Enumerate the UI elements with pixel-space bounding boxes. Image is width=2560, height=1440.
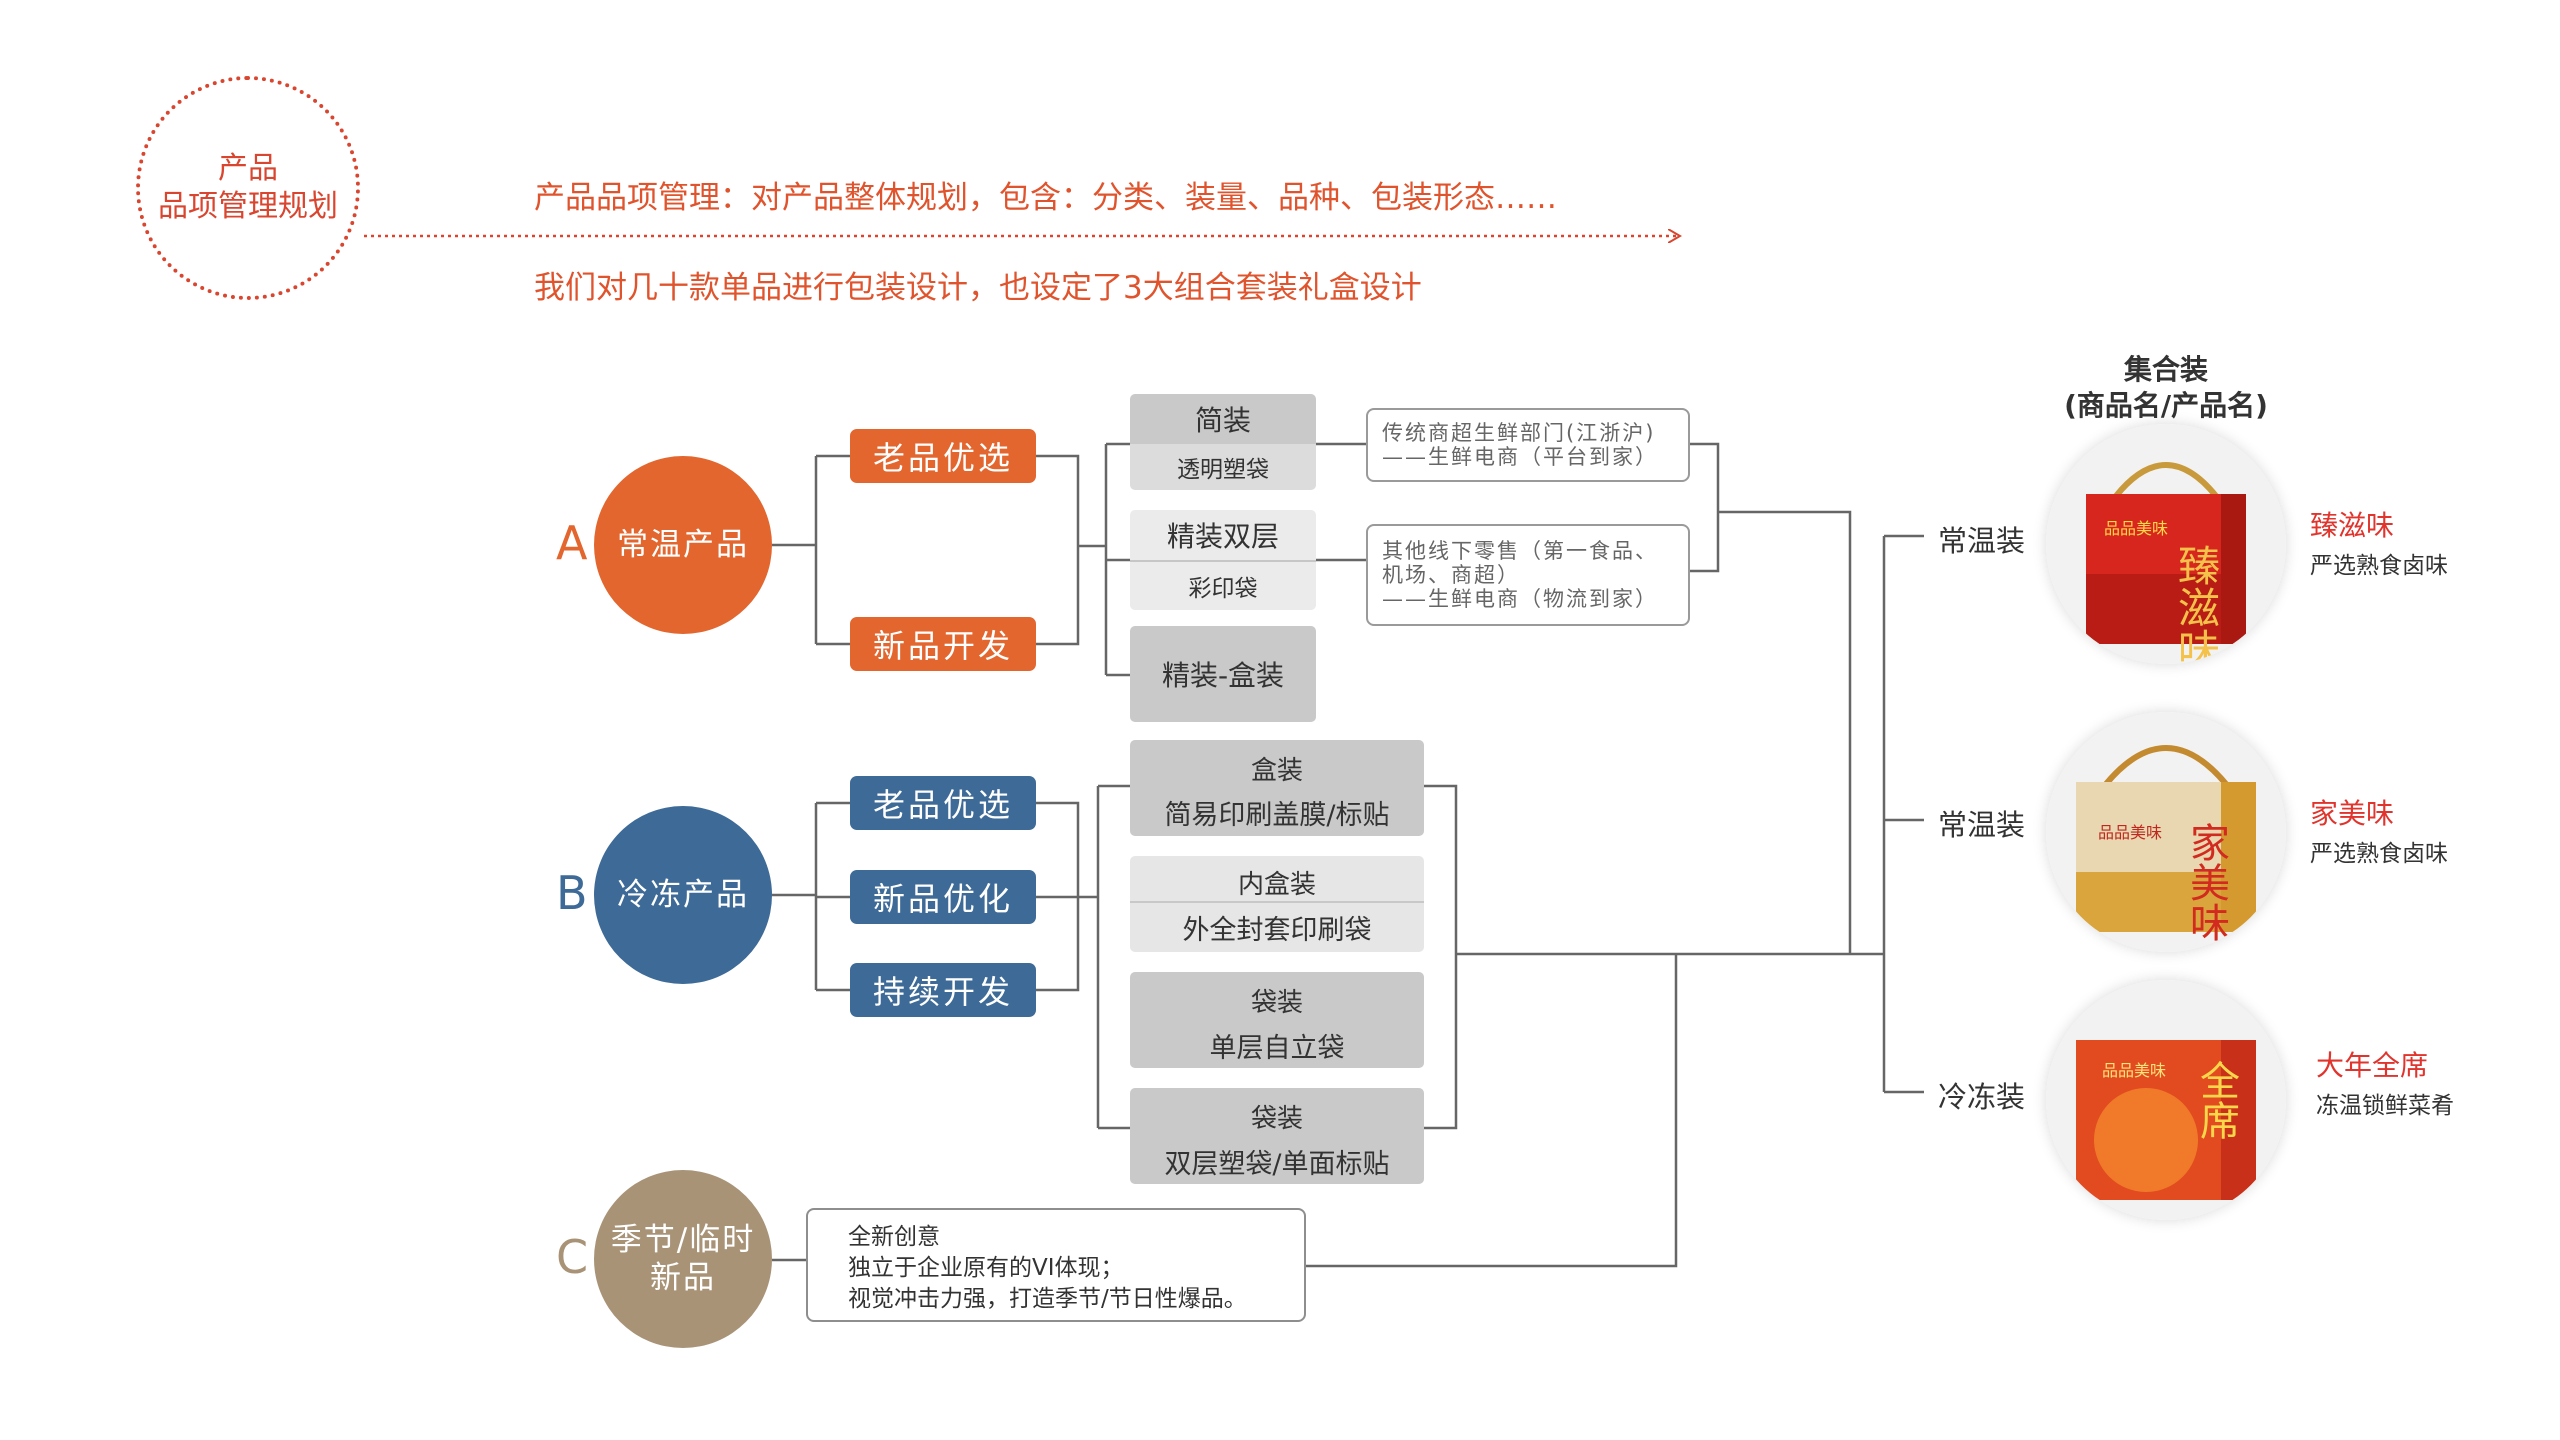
a-package-double-sub: 彩印袋 bbox=[1188, 576, 1258, 602]
sets-trunk bbox=[1882, 534, 1924, 1094]
b-package-box-sub: 简易印刷盖膜/标贴 bbox=[1164, 799, 1390, 831]
main-trunk bbox=[1848, 820, 1884, 956]
header-circle-line2: 品项管理规划 bbox=[158, 189, 338, 224]
b-package-bag: 袋装 单层自立袋 bbox=[1130, 972, 1424, 1068]
b-package-bag-title: 袋装 bbox=[1250, 987, 1303, 1018]
category-c-circle: 季节/临时 新品 bbox=[594, 1170, 772, 1348]
a-package-simple-title: 简装 bbox=[1130, 394, 1316, 444]
b-pill1-stub bbox=[1036, 801, 1080, 897]
a-channel-2-line2: 机场、商超） bbox=[1382, 563, 1520, 587]
set-2-desc: 严选熟食卤味 bbox=[2310, 841, 2448, 867]
c-merge bbox=[1306, 954, 1678, 1268]
set-2-brand-text: 品品美味 bbox=[2098, 823, 2162, 842]
header-subtext: 我们对几十款单品进行包装设计，也设定了3大组合套装礼盒设计 bbox=[534, 270, 1422, 306]
category-c-name-line1: 季节/临时 bbox=[610, 1222, 756, 1258]
category-a-name: 常温产品 bbox=[617, 527, 749, 563]
sets-title: 集合装 (商品名/产品名) bbox=[2046, 352, 2286, 424]
set-2-type: 常温装 bbox=[1938, 808, 2026, 842]
set-1-type: 常温装 bbox=[1938, 524, 2026, 558]
a-channel-1-line2: ——生鲜电商（平台到家） bbox=[1382, 445, 1658, 469]
a-to-pills bbox=[772, 454, 850, 646]
set-1-box-text: 臻滋味 bbox=[2172, 544, 2221, 664]
category-a-circle: 常温产品 bbox=[594, 456, 772, 634]
c-desc-line2: 独立于企业原有的VI体现； bbox=[848, 1255, 1124, 1281]
a-pill-old-selection: 老品优选 bbox=[850, 429, 1036, 483]
b-to-pills bbox=[772, 801, 850, 992]
b-packages-merge bbox=[1424, 784, 1850, 1130]
a-channel-other-retail: 其他线下零售（第一食品、 机场、商超） ——生鲜电商（物流到家） bbox=[1366, 524, 1690, 626]
b-pill-continuous-development: 持续开发 bbox=[850, 963, 1036, 1017]
b-package-box-title: 盒装 bbox=[1250, 755, 1303, 786]
set-2-package-image: 品品美味 家美味 bbox=[2046, 712, 2286, 952]
set-3-type: 冷冻装 bbox=[1938, 1080, 2026, 1114]
sets-title-line2: (商品名/产品名) bbox=[2064, 389, 2268, 422]
set-3-name: 大年全席 bbox=[2316, 1049, 2429, 1082]
b-pill-new-optimization: 新品优化 bbox=[850, 870, 1036, 924]
category-b-circle: 冷冻产品 bbox=[594, 806, 772, 984]
b-package-inner-box-title: 内盒装 bbox=[1130, 857, 1424, 903]
c-desc-line3: 视觉冲击力强，打造季节/节日性爆品。 bbox=[848, 1286, 1247, 1312]
set-2-name: 家美味 bbox=[2310, 797, 2395, 830]
a-channels-merge bbox=[1690, 442, 1852, 820]
b-package-double-bag: 袋装 双层塑袋/单面标贴 bbox=[1130, 1088, 1424, 1184]
set-3-brand-text: 品品美味 bbox=[2102, 1061, 2166, 1080]
header-circle: 产品 品项管理规划 bbox=[136, 76, 360, 300]
sets-title-line1: 集合装 bbox=[2123, 353, 2208, 386]
set-1-desc: 严选熟食卤味 bbox=[2310, 553, 2448, 579]
a-pill2-stub bbox=[1036, 546, 1080, 646]
b-to-packages bbox=[1078, 784, 1130, 1130]
a-channel-1-line1: 传统商超生鲜部门(江浙沪) bbox=[1382, 421, 1656, 445]
a-pill-new-development: 新品开发 bbox=[850, 617, 1036, 671]
b-package-double-bag-title: 袋装 bbox=[1250, 1103, 1303, 1134]
set-3-package-image: 品品美味 全席 bbox=[2046, 980, 2286, 1220]
category-c-letter: C bbox=[556, 1230, 589, 1284]
a-package-box-title: 精装-盒装 bbox=[1161, 659, 1285, 692]
a-channel-2-line3: ——生鲜电商（物流到家） bbox=[1382, 587, 1658, 611]
b-package-double-bag-sub: 双层塑袋/单面标贴 bbox=[1164, 1148, 1390, 1180]
c-desc-line1: 全新创意 bbox=[848, 1224, 940, 1250]
b-pill-old-selection: 老品优选 bbox=[850, 776, 1036, 830]
a-package-simple: 简装 透明塑袋 bbox=[1130, 394, 1316, 490]
set-3-box-text: 全席 bbox=[2193, 1060, 2239, 1140]
b-package-box: 盒装 简易印刷盖膜/标贴 bbox=[1130, 740, 1424, 836]
c-description-box: 全新创意 独立于企业原有的VI体现； 视觉冲击力强，打造季节/节日性爆品。 bbox=[806, 1208, 1306, 1322]
a-package-double-title: 精装双层 bbox=[1130, 510, 1316, 562]
a-channel-traditional: 传统商超生鲜部门(江浙沪) ——生鲜电商（平台到家） bbox=[1366, 408, 1690, 482]
b-package-bag-sub: 单层自立袋 bbox=[1209, 1032, 1345, 1064]
category-b-name: 冷冻产品 bbox=[617, 877, 749, 913]
category-a-letter: A bbox=[556, 516, 588, 570]
a-package-simple-sub: 透明塑袋 bbox=[1130, 444, 1316, 490]
a-pill1-stub bbox=[1036, 454, 1080, 546]
set-3-desc: 冻温锁鲜菜肴 bbox=[2316, 1093, 2454, 1119]
header-description: 产品品项管理：对产品整体规划，包含：分类、装量、品种、包装形态…… bbox=[534, 180, 1557, 216]
header-circle-line1: 产品 bbox=[218, 151, 278, 186]
set-1-package-image: 品品美味 臻滋味 bbox=[2046, 424, 2286, 664]
b-package-inner-box: 内盒装 外全封套印刷袋 bbox=[1130, 856, 1424, 952]
set-2-box-text: 家美味 bbox=[2183, 822, 2229, 942]
b-pill3-stub bbox=[1036, 897, 1080, 992]
a-channel-2-line1: 其他线下零售（第一食品、 bbox=[1382, 539, 1658, 563]
a-package-double: 精装双层 彩印袋 bbox=[1130, 510, 1316, 610]
a-to-packages bbox=[1078, 442, 1130, 677]
b-package-inner-box-sub: 外全封套印刷袋 bbox=[1182, 914, 1372, 946]
category-b-letter: B bbox=[556, 866, 588, 920]
set-1-brand-text: 品品美味 bbox=[2104, 519, 2168, 538]
a-package-box: 精装-盒装 bbox=[1130, 626, 1316, 722]
set-1-name: 臻滋味 bbox=[2310, 509, 2395, 542]
category-c-name-line2: 新品 bbox=[650, 1260, 716, 1296]
